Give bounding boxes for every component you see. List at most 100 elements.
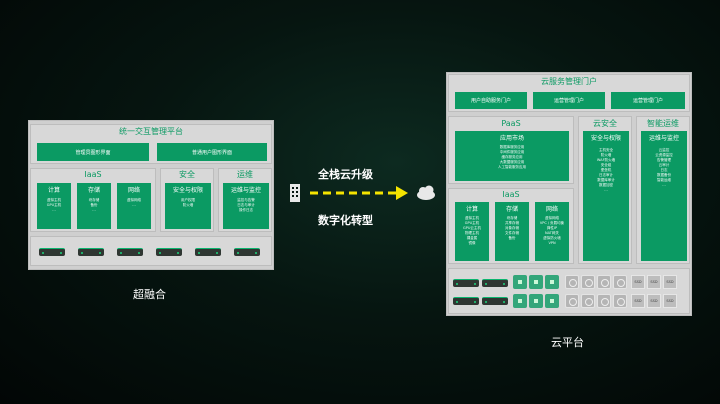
right-app-market-card: 应用市场 数据库服务应用 中间件服务应用 缓存服务应用 大数据服务应用 人工智能… [455, 131, 569, 181]
list-item: WAF防火墙 [596, 158, 616, 162]
right-portal-title: 云服务管理门户 [541, 77, 597, 86]
list-item: GPU主机 [46, 203, 62, 207]
list-item: 数据备份 [657, 173, 671, 177]
right-ops-title: 智能运维 [647, 119, 679, 128]
right-security-card: 安全与权限 主机安全 防火墙 WAF防火墙 安全组 堡垒机 日志审计 数据库审计… [583, 131, 629, 261]
list-item: … [52, 208, 56, 212]
ssd-icon: SSD [663, 275, 677, 289]
right-portal: 云服务管理门户 用户自助服务门户 运营管理门户 运营管理门户 [448, 74, 690, 112]
left-network-title: 网络 [127, 187, 140, 194]
left-unified-title: 统一交互管理平台 [119, 127, 183, 136]
right-network-title: 网络 [545, 206, 558, 213]
list-item: 虚拟网络 [127, 198, 141, 202]
ssd-icon: SSD [631, 294, 645, 308]
ssd-icon: SSD [631, 275, 645, 289]
list-item: GPU主机 [464, 221, 480, 225]
server-icon [482, 279, 508, 287]
right-caption: 云平台 [551, 336, 584, 349]
list-item: 堡垒机 [600, 168, 612, 172]
gpu-chip-icon [545, 275, 559, 289]
server-icon [39, 248, 65, 256]
list-item: 物理主机 [465, 231, 479, 235]
list-item: 监控与告警 [237, 198, 255, 202]
right-iaas-panel: IaaS 计算 虚拟主机 GPU主机 GPU云主机 物理主机 裸金属 镜像 存储… [448, 188, 574, 264]
list-item: 数据库服务应用 [499, 145, 525, 149]
list-item: 缓存服务应用 [501, 155, 523, 159]
right-security-sub: 安全与权限 [590, 135, 621, 142]
list-item: 防火墙 [182, 203, 194, 207]
list-item: 云资源监控 [655, 153, 673, 157]
list-item: NAT网关 [545, 231, 559, 235]
server-icon [78, 248, 104, 256]
right-iaas-title: IaaS [502, 190, 520, 199]
middle-label-top: 全栈云升级 [318, 168, 373, 181]
right-portal-btn-self-service[interactable]: 用户自助服务门户 [455, 92, 527, 109]
ssd-icon: SSD [647, 275, 661, 289]
disk-icon [597, 294, 611, 308]
disk-icon [581, 275, 595, 289]
left-ops-card: 运维与监控 监控与告警 日志与审计 操作日志 [223, 183, 269, 229]
disk-icon [581, 294, 595, 308]
list-item: 块存储 [506, 216, 518, 220]
list-item: 镜像 [468, 241, 476, 245]
server-icon [156, 248, 182, 256]
left-security-card: 安全与权限 用户权限 防火墙 [165, 183, 211, 229]
list-item: 对象存储 [505, 226, 519, 230]
list-item: 用户权限 [181, 198, 195, 202]
right-compute-title: 计算 [465, 206, 478, 213]
right-paas-panel: PaaS 应用市场 数据库服务应用 中间件服务应用 缓存服务应用 大数据服务应用… [448, 116, 574, 184]
middle-label-bottom: 数字化转型 [318, 214, 373, 227]
ssd-icon: SSD [647, 294, 661, 308]
left-hardware-row [30, 236, 272, 266]
list-item: 日志与审计 [237, 203, 255, 207]
left-ops-sub: 运维与监控 [230, 187, 261, 194]
arrow-head-icon [396, 186, 408, 200]
list-item: 虚拟主机 [47, 198, 61, 202]
ssd-icon: SSD [663, 294, 677, 308]
right-portal-btn-ops-1[interactable]: 运营管理门户 [533, 92, 605, 109]
list-item: 数据库审计 [597, 178, 615, 182]
gpu-chip-icon [513, 275, 527, 289]
list-item: 虚拟防火墙 [543, 236, 561, 240]
list-item: 虚拟网络 [545, 216, 559, 220]
left-storage-title: 存储 [87, 187, 100, 194]
right-ops-panel: 智能运维 运维与监控 云监控 云资源监控 告警管理 云审计 日志 数据备份 智能… [636, 116, 690, 264]
left-compute-card: 计算 虚拟主机 GPU主机 … [37, 183, 71, 229]
list-item: 备份 [508, 236, 516, 240]
list-item: 文件存储 [505, 231, 519, 235]
left-network-card: 网络 虚拟网络 … [117, 183, 151, 229]
right-security-panel: 云安全 安全与权限 主机安全 防火墙 WAF防火墙 安全组 堡垒机 日志审计 数… [578, 116, 632, 264]
list-item: 云监控 [658, 148, 670, 152]
left-iaas-panel: IaaS 计算 虚拟主机 GPU主机 … 存储 块存储 备份 … 网络 虚拟网络… [30, 168, 156, 232]
list-item: GPU云主机 [463, 226, 481, 230]
right-portal-btn-ops-2[interactable]: 运营管理门户 [611, 92, 685, 109]
left-user-ui[interactable]: 普通用户图形界面 [157, 143, 267, 161]
server-icon [195, 248, 221, 256]
left-iaas-title: IaaS [84, 170, 102, 179]
right-network-card: 网络 虚拟网络 VPC / 负载均衡 弹性IP NAT网关 虚拟防火墙 VPN [535, 202, 569, 261]
left-storage-card: 存储 块存储 备份 … [77, 183, 111, 229]
server-icon [453, 297, 479, 305]
disk-icon [565, 294, 579, 308]
list-item: 块存储 [88, 198, 100, 202]
disk-icon [597, 275, 611, 289]
list-item: 备份 [90, 203, 98, 207]
right-paas-title: PaaS [501, 119, 521, 128]
list-item: 虚拟主机 [465, 216, 479, 220]
list-item: 防火墙 [600, 153, 612, 157]
right-storage-card: 存储 块存储 共享存储 对象存储 文件存储 备份 [495, 202, 529, 261]
right-ops-card: 运维与监控 云监控 云资源监控 告警管理 云审计 日志 数据备份 智能运维 … [641, 131, 687, 261]
cloud-icon [417, 185, 435, 200]
left-ops-panel: 运维 运维与监控 监控与告警 日志与审计 操作日志 [218, 168, 272, 232]
list-item: 弹性IP [546, 226, 558, 230]
gpu-chip-icon [545, 294, 559, 308]
list-item: 日志审计 [599, 173, 613, 177]
left-security-sub: 安全与权限 [172, 187, 203, 194]
right-storage-title: 存储 [505, 206, 518, 213]
left-admin-ui[interactable]: 管理员图形界面 [37, 143, 149, 161]
right-ops-sub: 运维与监控 [648, 135, 679, 142]
list-item: 中间件服务应用 [499, 150, 525, 154]
list-item: 数据加密 [599, 183, 613, 187]
list-item: VPN [548, 241, 556, 245]
list-item: 告警管理 [657, 158, 671, 162]
